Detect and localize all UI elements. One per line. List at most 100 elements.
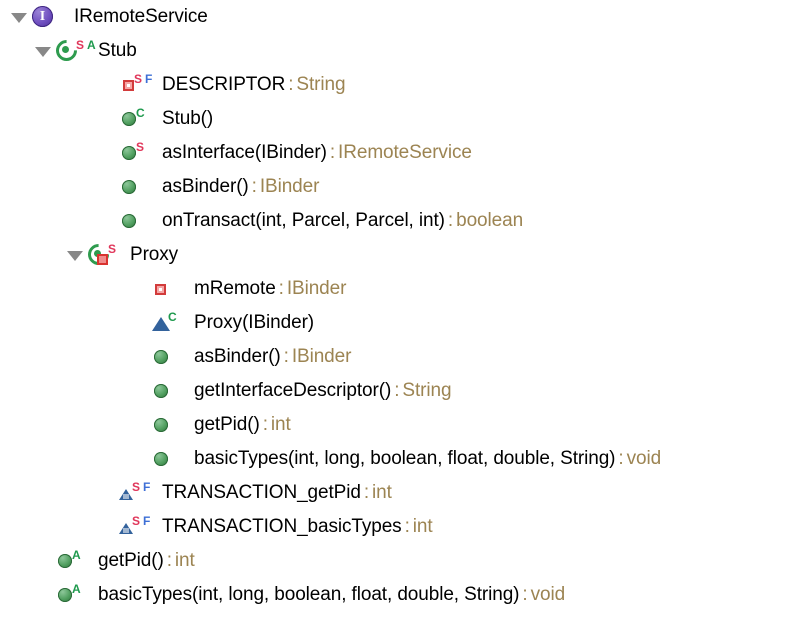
disclosure-spacer [128, 374, 150, 408]
tree-item-label: Proxy [130, 244, 178, 266]
member-name: basicTypes(int, long, boolean, float, do… [194, 448, 616, 469]
indent-spacer [0, 357, 128, 358]
method-sphere-icon [122, 146, 136, 160]
private-field-icon [150, 272, 194, 306]
member-type: int [174, 550, 195, 571]
tree-item-label: basicTypes(int, long, boolean, float, do… [98, 584, 565, 606]
static-badge-icon: S [132, 480, 141, 494]
public-method-icon [150, 408, 194, 442]
public-method-icon: S [118, 136, 162, 170]
public-method-icon [150, 374, 194, 408]
type-separator: : [522, 584, 528, 605]
indent-spacer [0, 323, 128, 324]
disclosure-triangle-expanded-icon[interactable] [64, 238, 86, 272]
abstract-badge-icon: A [72, 548, 81, 562]
tree-row[interactable]: mRemote:IBinder [0, 272, 787, 306]
public-method-icon [150, 442, 194, 476]
indent-spacer [0, 289, 128, 290]
tree-row[interactable]: getInterfaceDescriptor():String [0, 374, 787, 408]
class-glyph-icon [83, 239, 114, 270]
member-type: String [402, 380, 452, 401]
public-method-icon: A [54, 544, 98, 578]
type-separator: : [278, 278, 284, 299]
tree-item-label: getPid():int [194, 414, 291, 436]
indent-spacer [0, 17, 8, 18]
member-type: IBinder [286, 278, 347, 299]
disclosure-spacer [96, 476, 118, 510]
member-type: String [296, 74, 346, 95]
member-name: TRANSACTION_getPid [162, 482, 361, 503]
disclosure-triangle-expanded-icon[interactable] [32, 34, 54, 68]
package-field-triangle-icon [119, 523, 133, 534]
indent-spacer [0, 255, 64, 256]
abstract-badge-icon: A [87, 38, 96, 52]
tree-item-label: getPid():int [98, 550, 195, 572]
type-separator: : [447, 210, 454, 231]
tree-row[interactable]: getPid():int [0, 408, 787, 442]
member-name: getPid() [194, 414, 260, 435]
indent-spacer [0, 85, 96, 86]
tree-item-label: getInterfaceDescriptor():String [194, 380, 452, 402]
member-name: IRemoteService [74, 6, 208, 27]
tree-row[interactable]: onTransact(int, Parcel, Parcel, int):boo… [0, 204, 787, 238]
method-sphere-icon [122, 112, 136, 126]
method-sphere-icon [58, 588, 72, 602]
public-method-icon: C [118, 102, 162, 136]
member-type: IBinder [291, 346, 352, 367]
tree-row[interactable]: IRemoteService [0, 0, 787, 34]
member-name: asBinder() [194, 346, 281, 367]
tree-item-label: IRemoteService [74, 6, 208, 28]
tree-item-label: TRANSACTION_basicTypes:int [162, 516, 433, 538]
tree-row[interactable]: basicTypes(int, long, boolean, float, do… [0, 442, 787, 476]
member-type: int [372, 482, 392, 503]
type-separator: : [288, 74, 294, 95]
tree-row[interactable]: asBinder():IBinder [0, 170, 787, 204]
static-badge-icon: S [76, 38, 85, 52]
tree-row[interactable]: asBinder():IBinder [0, 340, 787, 374]
final-badge-icon: F [145, 72, 153, 86]
disclosure-spacer [96, 204, 118, 238]
member-type: IRemoteService [338, 142, 472, 163]
constructor-badge-icon: C [136, 106, 145, 120]
private-class-icon: S [83, 238, 130, 272]
indent-spacer [0, 221, 96, 222]
class-dot [62, 46, 69, 53]
tree-item-label: asBinder():IBinder [194, 346, 351, 368]
member-type: IBinder [259, 176, 320, 197]
member-name: getPid() [98, 550, 164, 571]
indent-spacer [0, 425, 128, 426]
tree-item-label: DESCRIPTOR:String [162, 74, 346, 96]
package-field-triangle-icon [119, 489, 133, 500]
tree-item-label: Stub() [162, 108, 213, 130]
final-badge-icon: F [143, 514, 151, 528]
indent-spacer [0, 153, 96, 154]
type-separator: : [363, 482, 370, 503]
method-sphere-icon [122, 180, 136, 194]
disclosure-spacer [96, 102, 118, 136]
class-dot [94, 250, 101, 257]
method-sphere-icon [122, 214, 136, 228]
disclosure-triangle-expanded-icon[interactable] [8, 0, 30, 34]
tree-row[interactable]: C Stub() [0, 102, 787, 136]
private-field-square-icon [123, 80, 134, 91]
method-sphere-icon [154, 418, 168, 432]
disclosure-spacer [96, 68, 118, 102]
indent-spacer [0, 493, 96, 494]
indent-spacer [0, 595, 32, 596]
tree-item-label: basicTypes(int, long, boolean, float, do… [194, 448, 661, 470]
member-name: asInterface(IBinder) [162, 142, 327, 163]
member-name: Stub [98, 40, 137, 61]
tree-item-label: Proxy(IBinder) [194, 312, 314, 334]
